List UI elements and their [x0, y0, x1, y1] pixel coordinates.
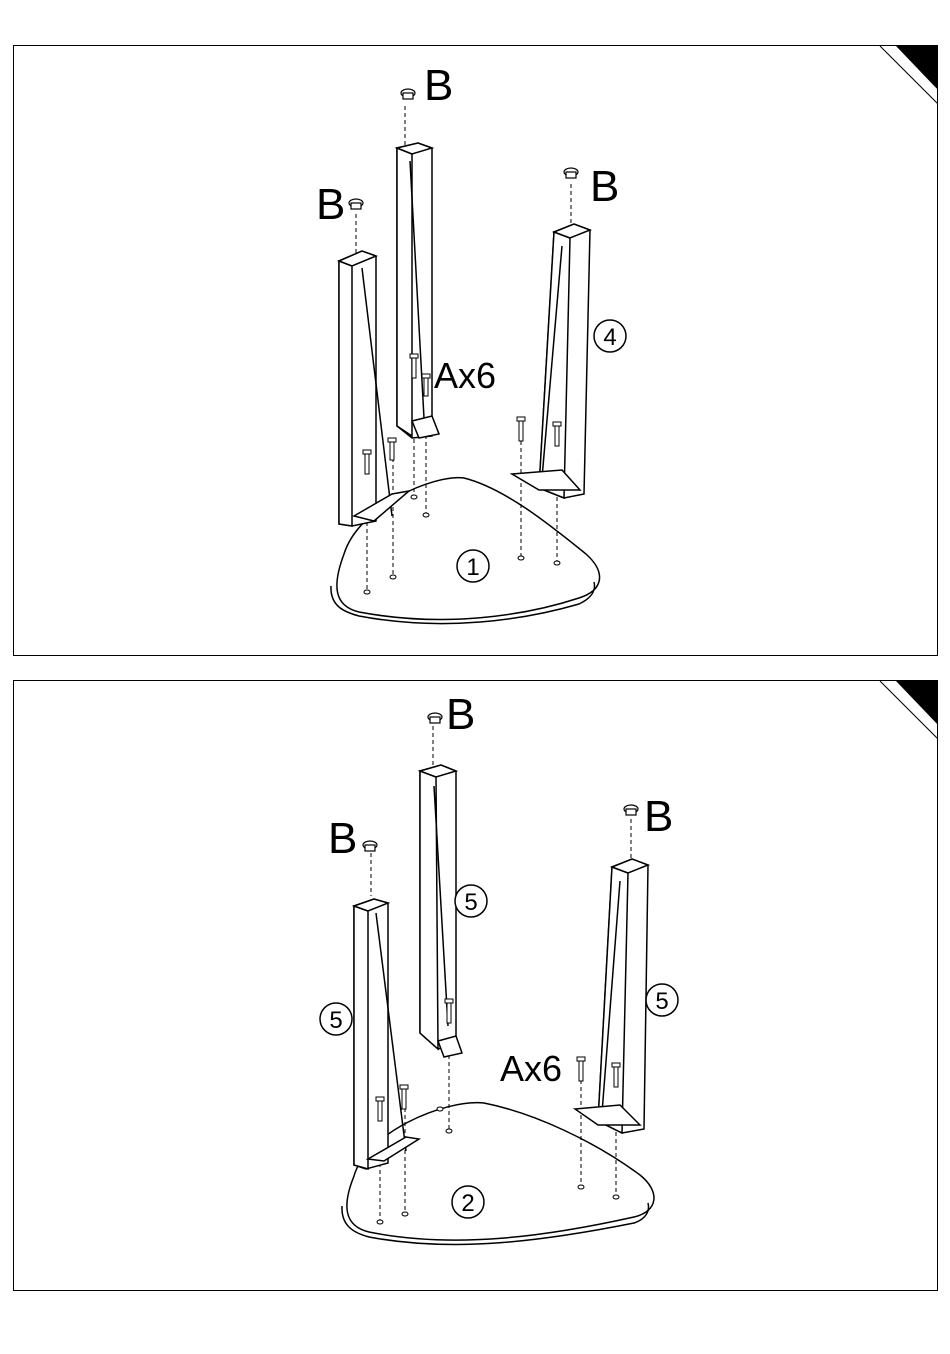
cap-b-group	[349, 89, 578, 209]
part-number-2: 2	[452, 1186, 484, 1218]
part-number-1: 1	[457, 550, 489, 582]
step-1-panel: B B B Ax6 4 1	[13, 45, 938, 656]
screw-a-icon	[517, 417, 525, 441]
part-number-5: 5	[646, 984, 678, 1016]
label-hardware-a-count: Ax6	[434, 355, 496, 396]
label-hardware-b: B	[328, 814, 357, 863]
screw-a-icon	[400, 1085, 408, 1109]
page-corner-tab	[880, 46, 938, 105]
label-hardware-b: B	[590, 162, 619, 211]
cap-b-icon	[363, 841, 377, 851]
step-2-illustration: B B B Ax6 5 5 5 2	[14, 681, 938, 1291]
svg-text:1: 1	[466, 554, 479, 581]
leg-right	[512, 224, 590, 498]
screw-a-icon	[577, 1057, 585, 1081]
label-hardware-b: B	[316, 180, 345, 229]
cap-b-icon	[624, 805, 638, 815]
part-number-5: 5	[320, 1003, 352, 1035]
cap-b-icon	[564, 168, 578, 178]
svg-text:2: 2	[461, 1190, 474, 1217]
leg-middle	[397, 143, 439, 438]
svg-text:5: 5	[655, 988, 668, 1015]
svg-text:4: 4	[603, 324, 616, 351]
page-corner-tab	[880, 681, 938, 740]
part-number-5: 5	[455, 885, 487, 917]
step-2-panel: B B B Ax6 5 5 5 2	[13, 680, 938, 1291]
cap-b-icon	[349, 199, 363, 209]
leg-middle	[420, 765, 462, 1057]
cap-b-group	[363, 713, 638, 851]
svg-text:5: 5	[329, 1007, 342, 1034]
svg-text:5: 5	[464, 889, 477, 916]
screw-a-group	[376, 999, 620, 1121]
cap-b-icon	[401, 89, 415, 99]
leg-right	[575, 859, 648, 1133]
step-1-illustration: B B B Ax6 4 1	[14, 46, 938, 656]
label-hardware-b: B	[644, 792, 673, 841]
cap-b-icon	[428, 713, 442, 723]
label-hardware-b: B	[424, 61, 453, 110]
label-hardware-a-count: Ax6	[500, 1048, 562, 1089]
part-number-4: 4	[594, 320, 626, 352]
label-hardware-b: B	[446, 690, 475, 739]
screw-a-icon	[388, 438, 396, 460]
